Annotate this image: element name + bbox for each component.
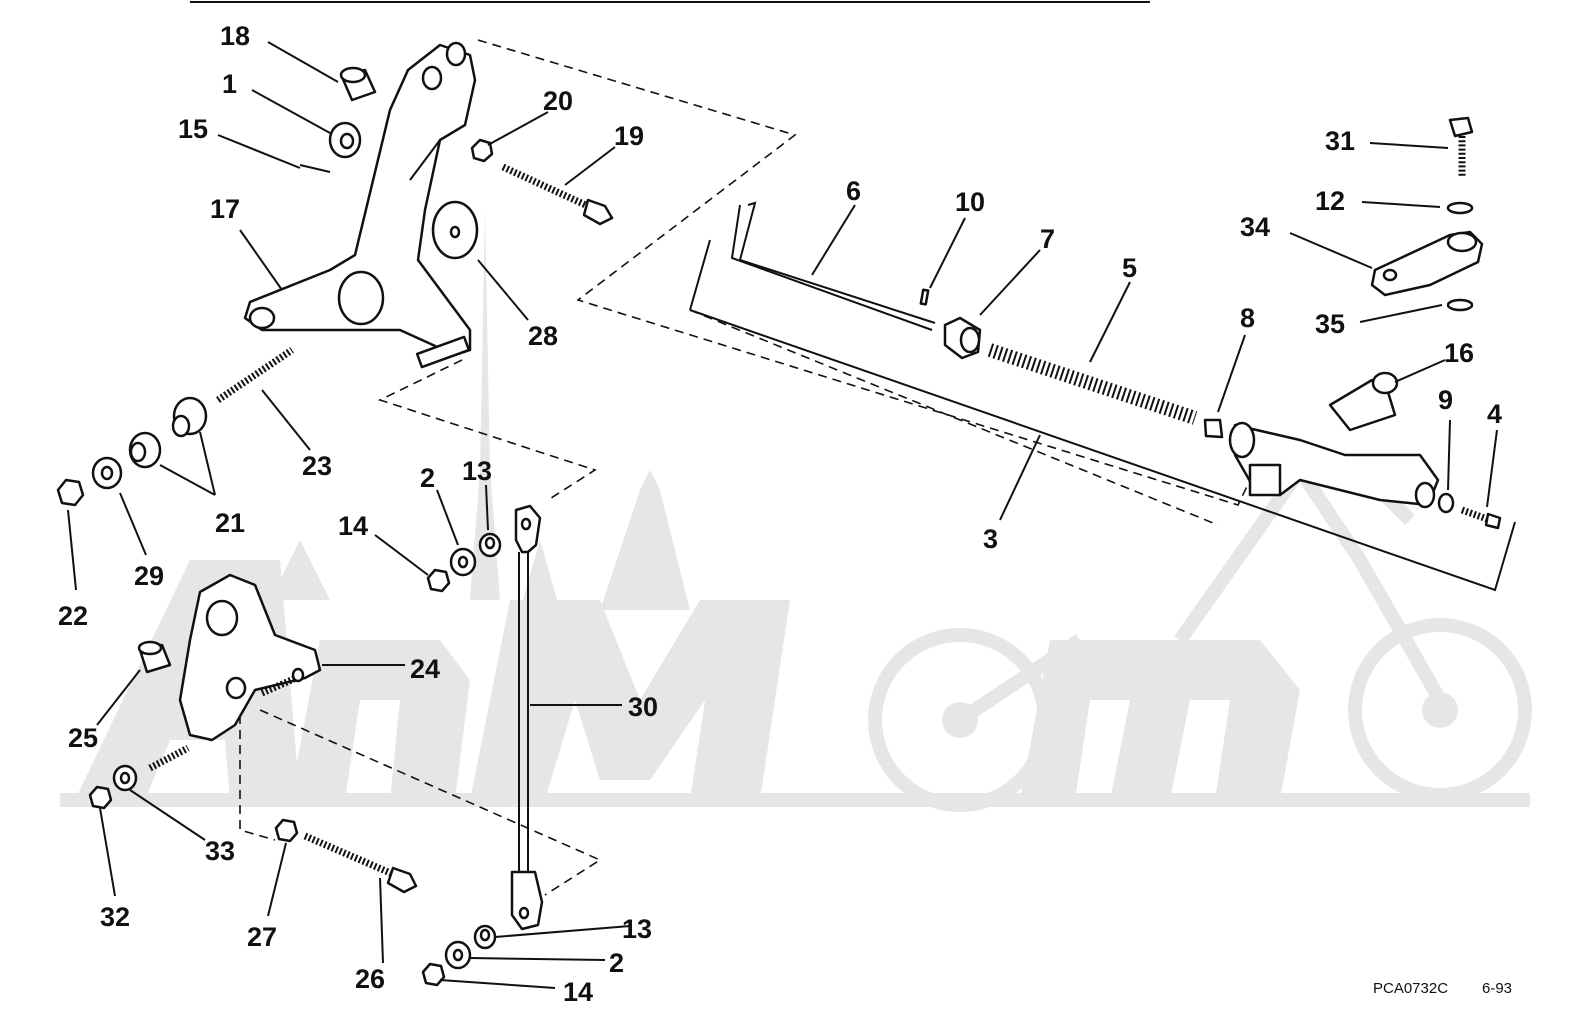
callout-9: 9 [1438, 385, 1453, 415]
callout-4: 4 [1487, 399, 1502, 429]
shaft-outline-3 [689, 239, 1516, 592]
hardware-upper-13-2-14 [426, 532, 502, 593]
screw-26 [303, 832, 418, 894]
nut-22 [56, 478, 85, 507]
callout-8: 8 [1240, 303, 1255, 333]
washer-28-hole [449, 225, 461, 239]
callout-30: 30 [628, 692, 658, 722]
callout-23: 23 [302, 451, 332, 481]
callout-15: 15 [178, 114, 208, 144]
callout-7: 7 [1040, 224, 1055, 254]
callout-10: 10 [955, 187, 985, 217]
assembly-guide-lines [239, 39, 1251, 896]
callout-16: 16 [1444, 338, 1474, 368]
screw-4 [1460, 506, 1502, 530]
callout-26: 26 [355, 964, 385, 994]
callout-1: 1 [222, 69, 237, 99]
shift-lever-lower [148, 573, 322, 772]
callout-28: 28 [528, 321, 558, 351]
callout-13-upper: 13 [462, 456, 492, 486]
link-rod-30 [510, 504, 544, 931]
bushing-18 [339, 66, 377, 102]
washer-33-hole [119, 771, 131, 785]
bolt-31 [1448, 116, 1474, 178]
callout-27: 27 [247, 922, 277, 952]
nut-20 [470, 138, 494, 163]
stud-23 [216, 347, 294, 403]
shift-rod-6 [730, 201, 936, 331]
reference-date: 6-93 [1482, 980, 1513, 997]
bushing-21 [128, 396, 208, 469]
callout-labels: 18 1 15 17 20 19 28 23 21 29 22 14 2 13 … [58, 21, 1502, 1007]
callout-14-lower: 14 [563, 977, 593, 1007]
callout-22: 22 [58, 601, 88, 631]
screw-19 [501, 163, 614, 226]
callout-14-upper: 14 [338, 511, 368, 541]
callout-3: 3 [983, 524, 998, 554]
reference-code: PCA0732C [1373, 980, 1449, 997]
callout-32: 32 [100, 902, 130, 932]
callout-2-upper: 2 [420, 463, 435, 493]
pin-10 [919, 288, 930, 306]
callout-2-lower: 2 [609, 948, 624, 978]
callout-6: 6 [846, 176, 861, 206]
washer-29-hole [100, 465, 114, 481]
callout-33: 33 [205, 836, 235, 866]
callout-34: 34 [1240, 212, 1270, 242]
washer-9 [1437, 492, 1455, 514]
nut-32 [88, 785, 113, 810]
nut-27 [274, 818, 299, 843]
arm-34 [1370, 230, 1484, 297]
callout-5: 5 [1122, 253, 1137, 283]
callout-12: 12 [1315, 186, 1345, 216]
callout-19: 19 [614, 121, 644, 151]
callout-20: 20 [543, 86, 573, 116]
callout-13-lower: 13 [622, 914, 652, 944]
washer-35 [1446, 298, 1474, 312]
callout-31: 31 [1325, 126, 1355, 156]
shift-lever-upper [243, 41, 477, 369]
cotter-pin-15 [299, 164, 331, 173]
callout-24: 24 [410, 654, 440, 684]
bushing-25 [137, 640, 172, 674]
shift-housing [1228, 371, 1440, 509]
leader-lines [67, 41, 1498, 989]
callout-17: 17 [210, 194, 240, 224]
callout-35: 35 [1315, 309, 1345, 339]
callout-21: 21 [215, 508, 245, 538]
washer-12 [1446, 201, 1474, 215]
hardware-lower-13-2-14 [421, 924, 497, 987]
callout-25: 25 [68, 723, 98, 753]
fitting-7 [943, 316, 982, 360]
bushing-8 [1203, 418, 1224, 439]
callout-18: 18 [220, 21, 250, 51]
spring-5 [987, 343, 1198, 425]
callout-29: 29 [134, 561, 164, 591]
washer-1-hole [339, 132, 355, 150]
